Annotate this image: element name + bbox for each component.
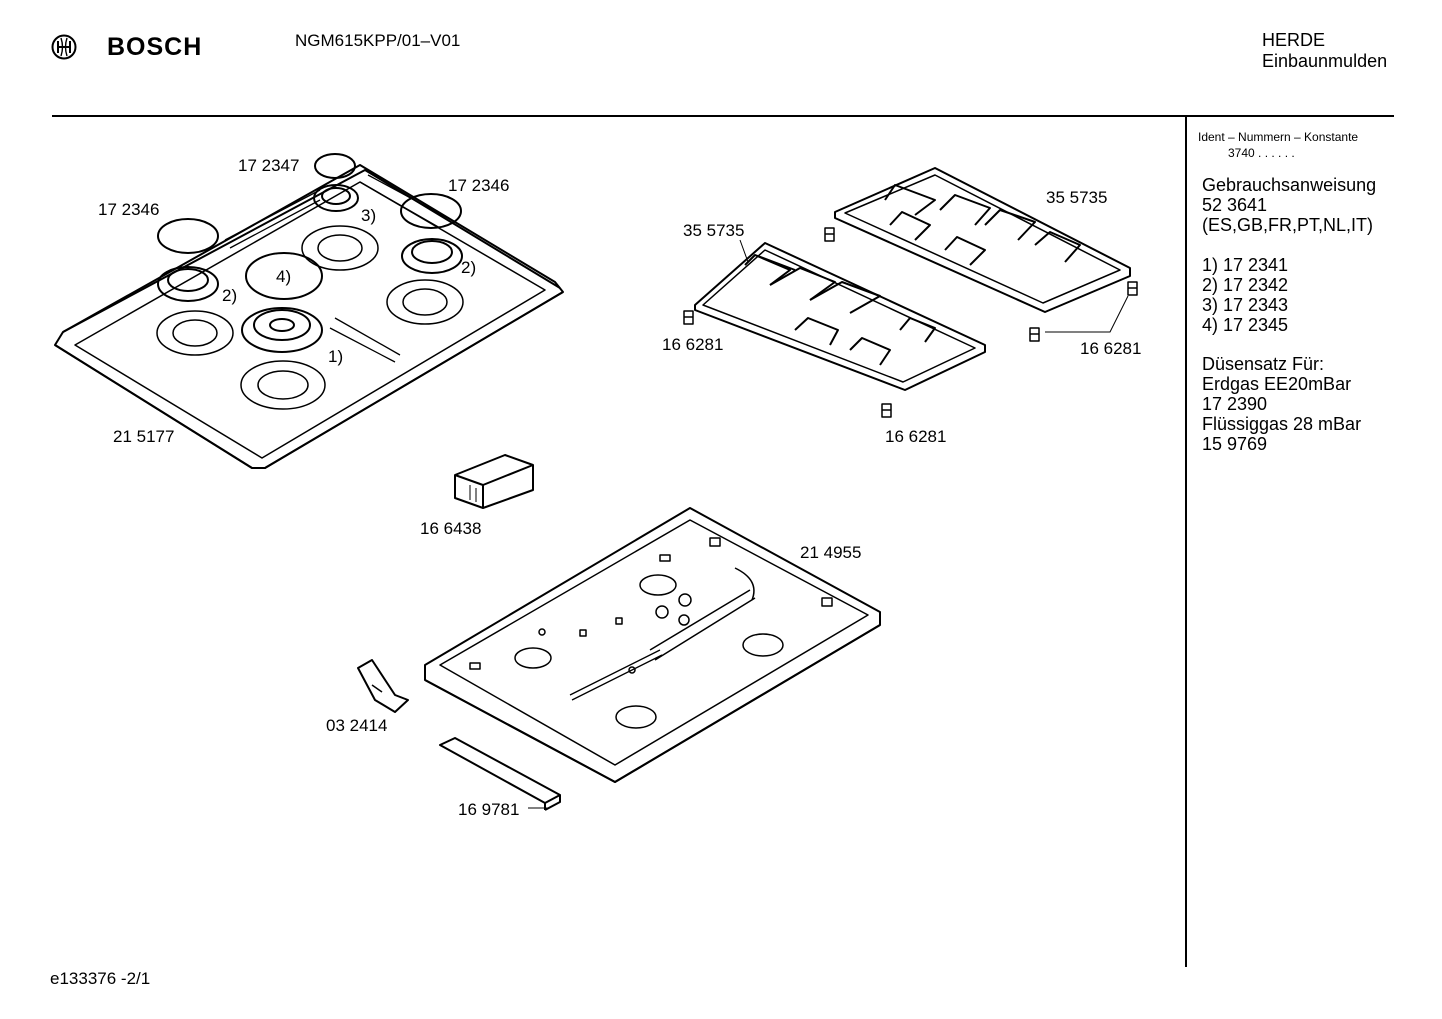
- label-cap-left: 17 2346: [98, 200, 159, 219]
- ident-value: 3740 . . . . . .: [1228, 146, 1295, 160]
- tray-openings: [469, 537, 833, 729]
- leader-lines: [528, 239, 749, 809]
- grate-feet: [683, 227, 1138, 418]
- label-tray: 21 4955: [800, 543, 861, 562]
- burner-caps: [157, 153, 462, 300]
- label-marker-2-left: 2): [222, 286, 237, 305]
- nozzle-title: Düsensatz Für:: [1202, 354, 1325, 374]
- grate-right: [834, 167, 1131, 313]
- junction-box: [454, 454, 534, 509]
- brand-name: BOSCH: [107, 33, 203, 61]
- label-grate-right: 35 5735: [1046, 188, 1107, 207]
- label-strip: 16 9781: [458, 800, 519, 819]
- subcategory-title: Einbaunmulden: [1262, 51, 1388, 71]
- manual-languages: (ES,GB,FR,PT,NL,IT): [1202, 215, 1374, 235]
- side-panel-divider: [1185, 116, 1187, 967]
- label-foot-right: 16 6281: [1080, 339, 1141, 358]
- burner-list: 1) 17 2341 2) 17 2342 3) 17 2343 4) 17 2…: [1202, 255, 1288, 335]
- manual-number: 52 3641: [1202, 195, 1268, 215]
- document-id: e133376 -2/1: [50, 969, 151, 988]
- base-tray: [424, 507, 881, 783]
- label-bracket: 03 2414: [326, 716, 387, 735]
- nozzle-item: Erdgas EE20mBar: [1202, 374, 1352, 394]
- label-foot-left: 16 6281: [662, 335, 723, 354]
- header-divider: [52, 115, 1394, 117]
- label-cap-top: 17 2347: [238, 156, 299, 175]
- burner-item: 4) 17 2345: [1202, 315, 1289, 335]
- label-marker-1: 1): [328, 347, 343, 366]
- label-box: 16 6438: [420, 519, 481, 538]
- nozzle-item: 17 2390: [1202, 394, 1268, 414]
- burner-openings: [156, 225, 464, 410]
- category-title: HERDE: [1262, 30, 1326, 50]
- label-marker-3: 3): [361, 206, 376, 225]
- nozzle-item: 15 9769: [1202, 434, 1268, 454]
- burner-item: 2) 17 2342: [1202, 275, 1289, 295]
- label-cap-right: 17 2346: [448, 176, 509, 195]
- strip: [439, 737, 561, 811]
- label-marker-4: 4): [276, 267, 291, 286]
- label-foot-bottom: 16 6281: [885, 427, 946, 446]
- bracket: [357, 659, 409, 713]
- burner-item: 1) 17 2341: [1202, 255, 1289, 275]
- manual-title: Gebrauchsanweisung: [1202, 175, 1377, 195]
- grate-left: [694, 242, 986, 391]
- ident-label: Ident – Nummern – Konstante: [1198, 130, 1359, 144]
- bosch-logo-icon: [51, 34, 77, 65]
- burner-item: 3) 17 2343: [1202, 295, 1289, 315]
- label-hob-top: 21 5177: [113, 427, 174, 446]
- label-grate-left: 35 5735: [683, 221, 744, 240]
- model-number: NGM615KPP/01–V01: [295, 31, 461, 50]
- exploded-parts-diagram: 17 2347 17 2346 17 2346 3) 2) 2) 4) 1) 2…: [54, 153, 1141, 819]
- nozzle-list: Erdgas EE20mBar 17 2390 Flüssiggas 28 mB…: [1202, 374, 1361, 454]
- burner-heads: [157, 184, 463, 353]
- hob-top-plate: [54, 164, 564, 469]
- nozzle-item: Flüssiggas 28 mBar: [1202, 414, 1362, 434]
- label-marker-2-right: 2): [461, 258, 476, 277]
